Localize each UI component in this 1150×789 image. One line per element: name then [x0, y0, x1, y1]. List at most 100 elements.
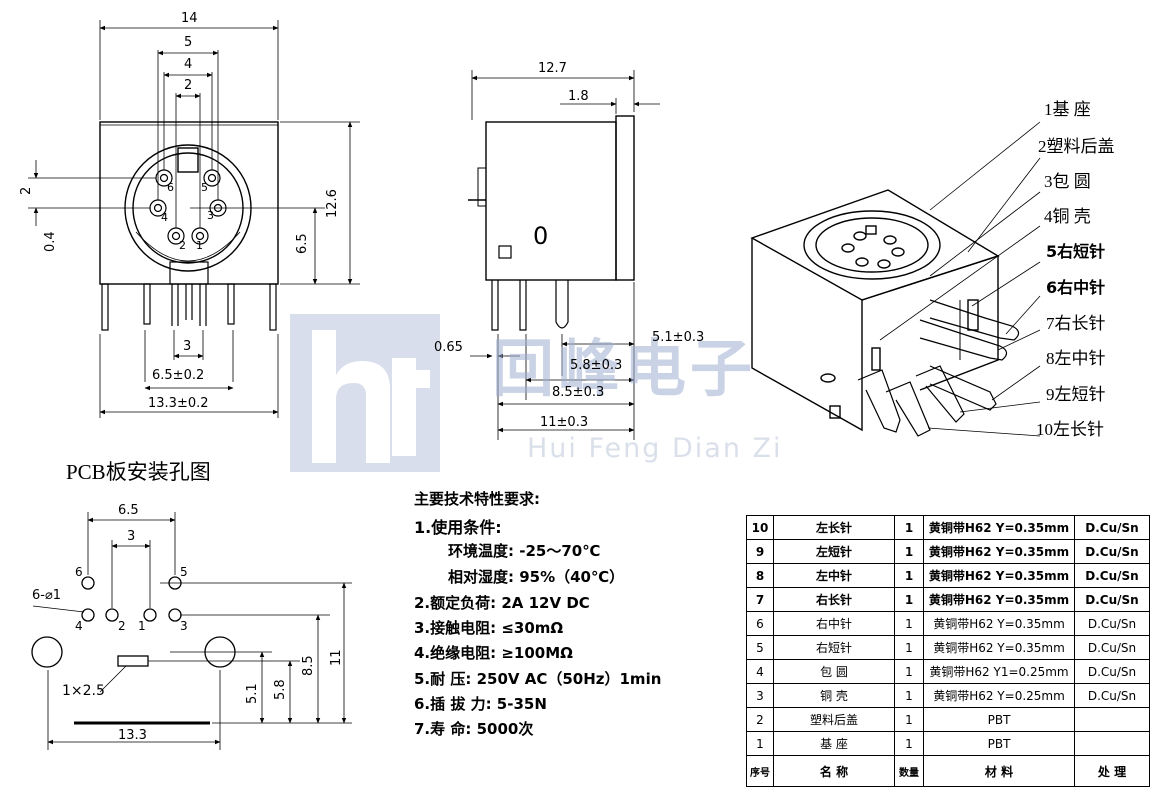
bom-cell-finish: D.Cu/Sn: [1074, 515, 1150, 540]
dim-flange-1-8: 1.8: [568, 89, 589, 104]
bom-cell-no: 1: [746, 731, 774, 756]
bom-cell-name: 铜 壳: [773, 683, 895, 708]
pcb-dim-8-5: 8.5: [301, 655, 316, 676]
bom-cell-qty: 1: [894, 539, 924, 564]
watermark-subtitle: Hui Feng Dian Zi: [527, 433, 783, 464]
bom-cell-name: 包 圆: [773, 659, 895, 684]
dim-height-6-5: 6.5: [295, 233, 310, 254]
spec-item: 相对湿度: 95%（40℃）: [448, 568, 625, 586]
bom-header-qty: 数量: [894, 755, 924, 787]
pcb-dim-11: 11: [329, 649, 344, 666]
dim-side-0-4: 0.4: [43, 231, 58, 252]
bom-cell-finish: [1074, 707, 1150, 732]
bom-cell-material: 黄铜带H62 Y=0.35mm: [923, 563, 1075, 588]
pin-number-4: 4: [161, 211, 168, 224]
dim-pin-8-5: 8.5±0.3: [552, 385, 605, 400]
watermark-text: 回峰电子: [492, 332, 757, 405]
pcb-hole-label-4: 4: [75, 619, 83, 633]
pcb-title: PCB板安装孔图: [66, 460, 211, 484]
bom-header-material: 材 料: [923, 755, 1075, 787]
pin-number-5: 5: [201, 181, 208, 194]
dim-side-2: 2: [19, 186, 34, 195]
bom-cell-finish: D.Cu/Sn: [1074, 635, 1150, 660]
bom-cell-name: 右短针: [773, 635, 895, 660]
pcb-hole-label-6: 6: [75, 565, 83, 579]
pcb-dim-5-1: 5.1: [245, 683, 260, 704]
bom-cell-qty: 1: [894, 683, 924, 708]
dim-pin-5-1: 5.1±0.3: [652, 330, 705, 345]
bom-cell-name: 左长针: [773, 515, 895, 540]
spec-item: 2.额定负荷: 2A 12V DC: [414, 594, 590, 612]
bom-cell-finish: D.Cu/Sn: [1074, 611, 1150, 636]
bom-cell-name: 左中针: [773, 563, 895, 588]
pcb-hole-label-5: 5: [180, 565, 188, 579]
bom-cell-finish: D.Cu/Sn: [1074, 683, 1150, 708]
bom-cell-finish: D.Cu/Sn: [1074, 587, 1150, 612]
pcb-hole-label-2: 2: [118, 619, 126, 633]
bom-cell-qty: 1: [894, 731, 924, 756]
front-pins: [101, 261, 277, 331]
dim-height-12-6: 12.6: [325, 189, 340, 218]
bom-cell-material: 黄铜带H62 Y=0.35mm: [923, 539, 1075, 564]
spec-item: 5.耐 压: 250V AC（50Hz）1min: [414, 670, 662, 688]
bom-cell-no: 5: [746, 635, 774, 660]
bom-cell-name: 右长针: [773, 587, 895, 612]
pin-number-6: 6: [167, 181, 174, 194]
callout-4: 4铜 壳: [1044, 207, 1091, 226]
bom-cell-finish: D.Cu/Sn: [1074, 563, 1150, 588]
callout-5: 5右短针: [1046, 242, 1106, 261]
pcb-dim-5-8: 5.8: [273, 679, 288, 700]
bom-cell-qty: 1: [894, 563, 924, 588]
dim-base-13-3: 13.3±0.2: [148, 396, 209, 411]
callout-7: 7右长针: [1046, 314, 1106, 333]
pcb-hole-spec: 6-⌀1: [32, 588, 62, 603]
bom-cell-no: 9: [746, 539, 774, 564]
isometric-view: [750, 121, 1041, 437]
bom-cell-name: 右中针: [773, 611, 895, 636]
dim-width-14: 14: [181, 11, 198, 26]
bom-cell-material: 黄铜带H62 Y=0.35mm: [923, 587, 1075, 612]
bom-cell-material: 黄铜带H62 Y=0.25mm: [923, 683, 1075, 708]
callout-6: 6右中针: [1046, 278, 1106, 297]
spec-item: 环境温度: -25～70℃: [448, 542, 601, 560]
bom-cell-material: 黄铜带H62 Y1=0.25mm: [923, 659, 1075, 684]
side-dimensions: [470, 70, 660, 440]
pin-number-3: 3: [207, 209, 214, 222]
dim-pin-0-65: 0.65: [434, 340, 463, 355]
bom-cell-no: 8: [746, 563, 774, 588]
bom-cell-qty: 1: [894, 611, 924, 636]
callout-8: 8左中针: [1046, 349, 1106, 368]
bom-cell-qty: 1: [894, 635, 924, 660]
watermark-logo: [290, 314, 440, 472]
dim-pin-11: 11±0.3: [540, 415, 589, 430]
dim-pin-3: 3: [183, 339, 192, 354]
bom-cell-no: 2: [746, 707, 774, 732]
callout-3: 3包 圆: [1044, 172, 1091, 191]
dim-width-5: 5: [184, 35, 193, 50]
bom-cell-material: PBT: [923, 731, 1075, 756]
bom-cell-name: 塑料后盖: [773, 707, 895, 732]
side-view-mark: 0: [533, 222, 549, 250]
bom-cell-finish: D.Cu/Sn: [1074, 659, 1150, 684]
dim-width-12-7: 12.7: [538, 61, 567, 76]
callout-1: 1基 座: [1044, 100, 1091, 119]
pin-holes: [149, 169, 227, 245]
bom-cell-no: 6: [746, 611, 774, 636]
dim-pin-5-8: 5.8±0.3: [570, 358, 623, 373]
pcb-dim-13-3: 13.3: [118, 728, 147, 743]
front-view: [28, 20, 360, 418]
bom-cell-material: 黄铜带H62 Y=0.35mm: [923, 515, 1075, 540]
bom-cell-no: 7: [746, 587, 774, 612]
bom-cell-qty: 1: [894, 587, 924, 612]
